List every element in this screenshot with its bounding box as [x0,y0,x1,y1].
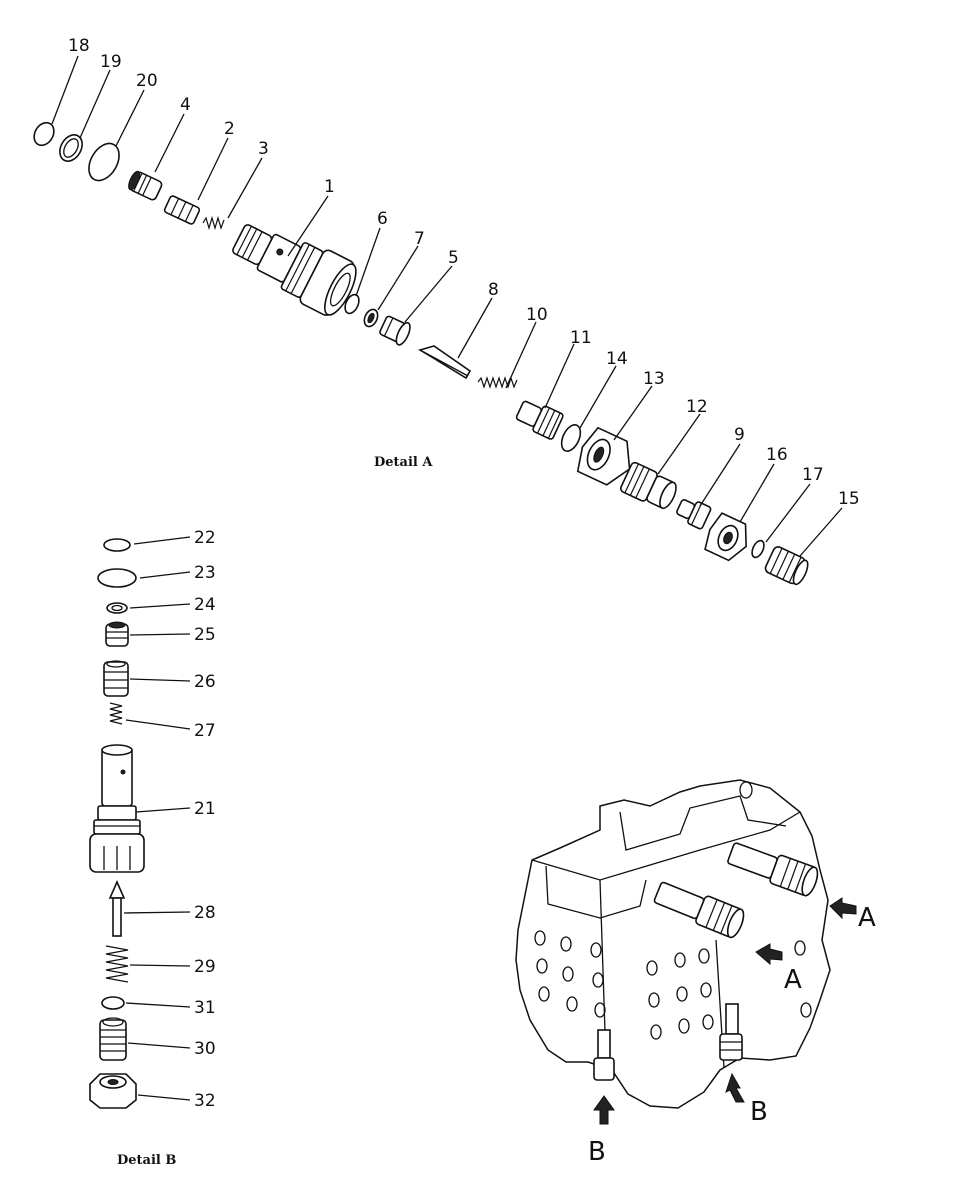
part-29-spring [105,945,129,983]
arrow-b-left [593,1095,615,1125]
part-27-spring [109,702,123,725]
callout-1: 1 [324,177,335,197]
installed-valve-b-left [593,1029,615,1081]
callout-16: 16 [766,445,788,465]
detail-b-callouts: 22 23 24 25 26 27 21 28 29 31 30 32 [194,528,216,1111]
valve-block-ports [534,781,812,1040]
arrow-a-upper [829,897,857,920]
valve-block-ridge-2 [619,795,787,851]
detail-a-leader-lines [51,55,843,557]
label-b-left: B [588,1137,606,1167]
callout-13: 13 [643,369,665,389]
part-2-poppet [163,195,201,225]
callout-17: 17 [802,465,824,485]
part-19-o-ring [59,134,83,162]
label-a-lower: A [784,965,802,995]
part-24-ring-inner [111,604,123,612]
part-18-o-ring [33,121,55,147]
detail-a-caption: Detail A [374,455,433,470]
callout-22: 22 [194,528,216,548]
part-7-ring-inner [367,312,375,324]
part-25-plug [105,621,129,647]
arrow-b-right [725,1072,745,1103]
installed-valve-b-right [719,1003,743,1061]
part-5-seat [379,315,411,346]
part-9-poppet [676,499,712,530]
callout-12: 12 [686,397,708,417]
part-8-pin [418,345,472,380]
part-23-o-ring [97,568,137,588]
callout-28: 28 [194,903,216,923]
installed-valve-a-upper [727,842,819,897]
arrows [593,897,857,1125]
detail-a-group: 18 19 20 4 2 3 1 6 7 5 8 10 11 14 13 12 … [33,36,860,586]
valve-block-top-face [531,811,801,881]
callout-5: 5 [448,248,459,268]
part-3-spring [202,215,225,231]
part-11-spool [515,400,564,440]
callout-24: 24 [194,595,216,615]
part-26-poppet [103,660,129,697]
part-17-ring [751,539,765,559]
callout-3: 3 [258,139,269,159]
part-24-ring [106,602,128,614]
part-32-nut [89,1073,137,1109]
detail-b-caption: Detail B [117,1153,176,1168]
callout-23: 23 [194,563,216,583]
part-13-nut [576,426,631,486]
detail-a-callouts: 18 19 20 4 2 3 1 6 7 5 8 10 11 14 13 12 … [68,36,860,509]
part-12-plug [620,461,677,510]
installed-valve-a-lower [653,881,745,939]
callout-9: 9 [734,425,745,445]
part-16-nut [704,512,747,562]
part-19-o-ring-inner [63,138,79,158]
callout-32: 32 [194,1091,216,1111]
callout-26: 26 [194,672,216,692]
arrow-a-lower [755,943,783,966]
callout-6: 6 [377,209,388,229]
detail-b-leader-lines [123,536,191,1101]
part-30-spool [99,1017,127,1061]
callout-10: 10 [526,305,548,325]
callout-18: 18 [68,36,90,56]
callout-25: 25 [194,625,216,645]
part-4-plug [128,170,163,201]
callout-29: 29 [194,957,216,977]
part-15-plug [764,546,809,586]
callout-19: 19 [100,52,122,72]
callout-11: 11 [570,328,592,348]
callout-14: 14 [606,349,628,369]
callout-2: 2 [224,119,235,139]
part-31-ring [101,996,125,1010]
part-20-o-ring [88,142,120,182]
label-a-upper: A [858,903,876,933]
callout-27: 27 [194,721,216,741]
part-10-spring [477,376,518,389]
valve-block-outline [515,779,831,1109]
part-28-pin [108,880,126,937]
label-b-right: B [750,1097,768,1127]
part-14-o-ring [560,424,582,452]
valve-block-ridge [545,865,647,919]
valve-block-overview: A A B B [515,779,876,1167]
detail-b-group: 22 23 24 25 26 27 21 28 29 31 30 32 Deta… [89,528,216,1168]
callout-30: 30 [194,1039,216,1059]
part-22-o-ring [103,538,131,552]
callout-8: 8 [488,280,499,300]
callout-7: 7 [414,229,425,249]
part-1-valve-body [232,224,357,316]
callout-31: 31 [194,998,216,1018]
callout-4: 4 [180,95,191,115]
part-21-valve-body [89,744,145,873]
callout-15: 15 [838,489,860,509]
callout-20: 20 [136,71,158,91]
callout-21: 21 [194,799,216,819]
